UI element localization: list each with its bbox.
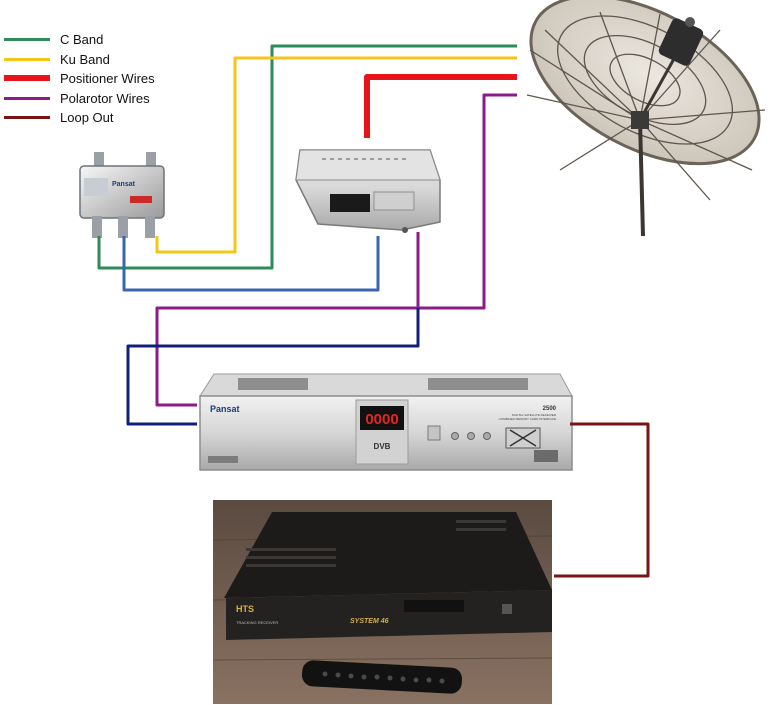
switch-to-positioner-wire: [122, 236, 380, 292]
ku-band-swatch: [4, 57, 50, 61]
polarotor-wire: [155, 93, 517, 407]
legend-item-ku-band: Ku Band: [4, 50, 204, 70]
remote-control: [301, 660, 463, 694]
loop-out-wire: [554, 422, 650, 578]
legend-label-polarotor: Polarotor Wires: [60, 90, 150, 106]
lower-receiver-brand: HTS: [236, 604, 254, 614]
legend-label-ku-band: Ku Band: [60, 51, 110, 67]
satellite-dish: [526, 0, 766, 237]
main-receiver: 0000 DVB Pansat 2500 DIGITAL SATELLITE R…: [199, 373, 573, 471]
positioner-box: [295, 149, 441, 233]
legend-item-c-band: C Band: [4, 30, 204, 50]
positioner-swatch: [4, 75, 50, 81]
lnb-feedhorn: [658, 18, 704, 66]
legend-item-positioner: Positioner Wires: [4, 69, 204, 89]
c-band-wire: [97, 44, 517, 270]
legend-label-loop-out: Loop Out: [60, 110, 114, 125]
loop-out-swatch: [4, 116, 50, 119]
lower-receiver-model: SYSTEM 46: [350, 618, 389, 625]
ku-band-wire: [155, 56, 517, 254]
legend-item-loop-out: Loop Out: [4, 108, 204, 128]
diseqc-switch: Pansat: [79, 152, 165, 238]
receiver-brand: Pansat: [210, 404, 240, 414]
switch-brand: Pansat: [112, 181, 136, 188]
positioner-to-receiver-wire: [126, 308, 420, 426]
legend-item-polarotor: Polarotor Wires: [4, 89, 204, 109]
c-band-swatch: [4, 38, 50, 41]
legend: C Band Ku Band Positioner Wires Polaroto…: [4, 30, 204, 128]
tracking-receiver-photo: HTS TRACKING RECEIVER SYSTEM 46: [212, 500, 553, 704]
positioner-wire: [364, 74, 517, 138]
receiver-line2: COMBINED MEMORY CARD INTERFACE: [499, 417, 556, 421]
polarotor-swatch: [4, 96, 50, 100]
legend-label-positioner: Positioner Wires: [60, 71, 155, 86]
wires: [97, 44, 650, 578]
legend-label-c-band: C Band: [60, 32, 104, 47]
receiver-display: 0000: [365, 411, 398, 428]
receiver-line1: DIGITAL SATELLITE RECEIVER: [512, 413, 557, 417]
receiver-model: 2500: [543, 406, 557, 412]
receiver-dvb-badge: DVB: [374, 442, 391, 451]
lower-receiver-subtitle: TRACKING RECEIVER: [236, 620, 278, 625]
